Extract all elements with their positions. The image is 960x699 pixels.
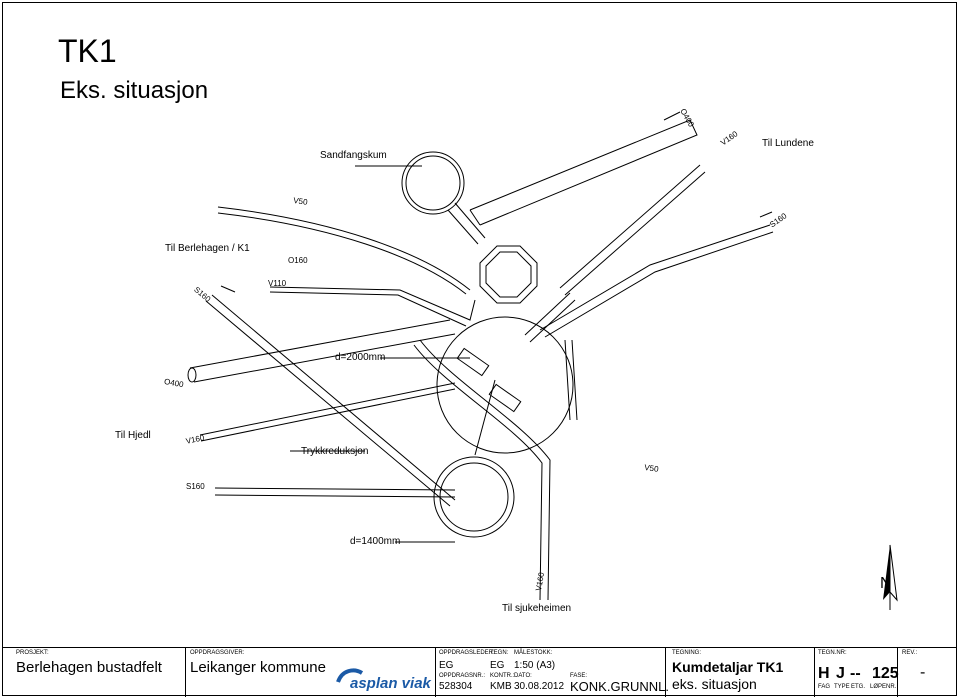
asplan-viak-logo: asplan viak xyxy=(350,675,431,692)
tegn-nr-etg: -- xyxy=(850,665,861,682)
tegning-value-2: eks. situasjon xyxy=(672,676,757,692)
label-d2000: d=2000mm xyxy=(335,352,386,363)
pipe-o400-top xyxy=(469,119,698,226)
pipe-label-s160-bottom: S160 xyxy=(186,482,205,491)
caption-prosjekt: PROSJEKT: xyxy=(16,650,49,656)
label-trykkreduksjon: Trykkreduksjon xyxy=(301,446,369,457)
caption-fase: FASE: xyxy=(570,673,588,679)
label-d1400: d=1400mm xyxy=(350,536,401,547)
oppdragsgiver-value: Leikanger kommune xyxy=(190,659,326,676)
north-label: N xyxy=(880,575,892,592)
tegning-value-1: Kumdetaljar TK1 xyxy=(672,659,784,675)
malestokk-value: 1:50 (A3) xyxy=(514,660,556,671)
prosjekt-value: Berlehagen bustadfelt xyxy=(16,659,162,676)
caption-rev: REV.: xyxy=(902,650,918,656)
label-til-berlehagen: Til Berlehagen / K1 xyxy=(165,243,250,254)
caption-oppdragsleder: OPPDRAGSLEDER: xyxy=(439,650,495,656)
tegn-nr-fag: H xyxy=(818,665,830,682)
tegn-value: EG xyxy=(490,660,505,671)
caption-tegning: TEGNING: xyxy=(672,650,702,656)
caption-fag: FAG xyxy=(818,684,831,690)
title-block xyxy=(2,647,957,697)
fase-value: KONK.GRUNNL. xyxy=(570,679,669,694)
asplan-viak-logo-mark xyxy=(336,668,364,683)
sandfangskum-manhole xyxy=(401,151,465,215)
rev-value: - xyxy=(920,664,926,681)
pipe-label-v110: V110 xyxy=(268,279,287,288)
pipe-label-v50-top: V50 xyxy=(292,196,309,207)
label-til-hjedl: Til Hjedl xyxy=(115,430,151,441)
oppdragsleder-value: EG xyxy=(439,660,454,671)
tegn-nr-type: J xyxy=(836,665,845,682)
tegn-nr-lopenr: 125 xyxy=(872,665,899,682)
page-title: TK1 xyxy=(58,33,117,69)
octagon-manhole xyxy=(479,245,538,304)
caption-etg: ETG. xyxy=(851,684,866,690)
caption-oppdragsnr: OPPDRAGSNR.: xyxy=(439,673,486,679)
caption-malestokk: MÅLESTOKK: xyxy=(514,650,553,656)
page-subtitle: Eks. situasjon xyxy=(60,77,209,104)
caption-kontr: KONTR.: xyxy=(490,673,515,679)
north-arrow xyxy=(883,544,898,610)
caption-dato: DATO: xyxy=(514,673,532,679)
main-manhole-d2000 xyxy=(436,316,574,454)
kontr-value: KMB xyxy=(490,681,512,692)
pipe-label-v50-right: V50 xyxy=(643,463,660,474)
caption-tegn: TEGN: xyxy=(490,650,509,656)
dato-value: 30.08.2012 xyxy=(514,681,565,692)
caption-type: TYPE xyxy=(834,684,850,690)
oppdragsnr-value: 528304 xyxy=(439,681,473,692)
label-sandfangskum: Sandfangskum xyxy=(320,150,387,161)
caption-lopenr: LØPENR. xyxy=(870,684,897,690)
caption-oppdragsgiver: OPPDRAGSGIVER: xyxy=(190,650,245,656)
caption-tegn-nr: TEGN.NR: xyxy=(818,650,847,656)
label-til-sjukeheimen: Til sjukeheimen xyxy=(502,603,572,614)
label-til-lundene: Til Lundene xyxy=(762,138,814,149)
pipe-label-o160: O160 xyxy=(288,256,308,265)
